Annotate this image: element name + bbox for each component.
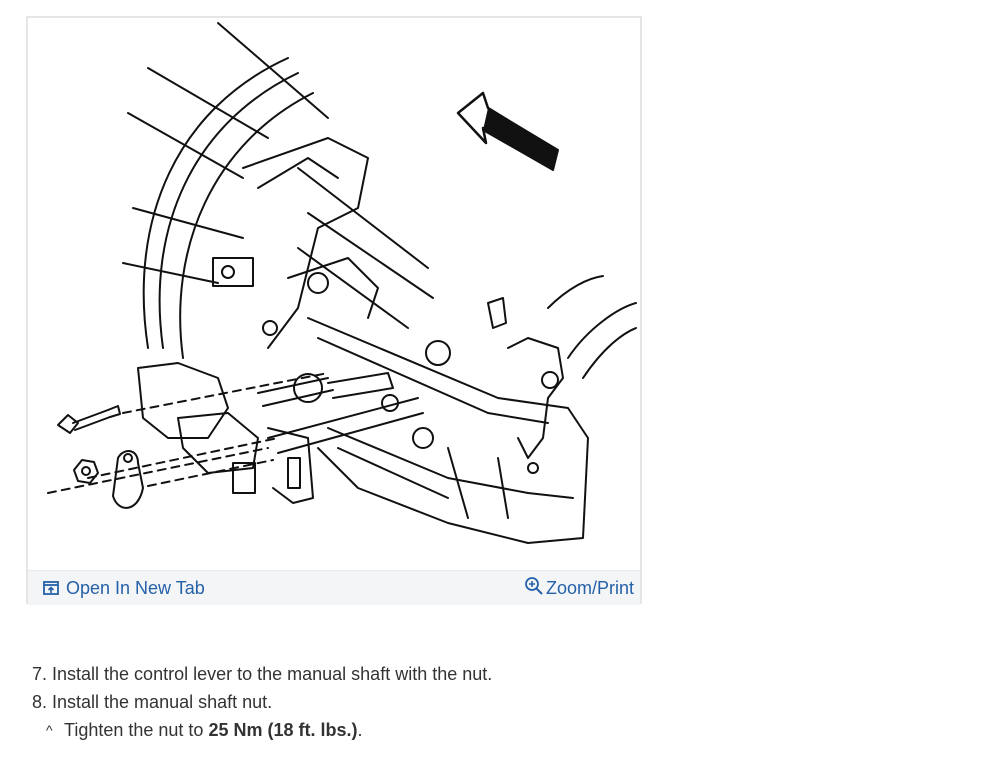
substep-text: Tighten the nut to 25 Nm (18 ft. lbs.). xyxy=(64,716,363,744)
caret-bullet: ^ xyxy=(46,722,53,738)
open-in-new-tab-label: Open In New Tab xyxy=(66,578,205,598)
substep-torque: ^ Tighten the nut to 25 Nm (18 ft. lbs.)… xyxy=(32,716,932,744)
figure-frame: Open In New Tab Zoom/Print xyxy=(26,16,642,605)
zoom-print-link[interactable]: Zoom/Print xyxy=(524,577,634,599)
zoom-print-label: Zoom/Print xyxy=(545,578,634,598)
substep-prefix: Tighten the nut to xyxy=(64,720,209,740)
open-in-new-tab-link[interactable]: Open In New Tab xyxy=(42,577,205,599)
open-new-tab-icon xyxy=(43,581,59,595)
instruction-list: 7. Install the control lever to the manu… xyxy=(32,660,932,744)
torque-value: 25 Nm (18 ft. lbs.) xyxy=(208,720,358,740)
zoom-in-icon xyxy=(525,577,543,595)
step-8: 8. Install the manual shaft nut. xyxy=(32,692,273,712)
figure-toolbar: Open In New Tab Zoom/Print xyxy=(28,570,640,605)
transmission-diagram[interactable] xyxy=(28,18,640,570)
step-7: 7. Install the control lever to the manu… xyxy=(32,664,493,684)
substep-suffix: . xyxy=(357,720,363,740)
